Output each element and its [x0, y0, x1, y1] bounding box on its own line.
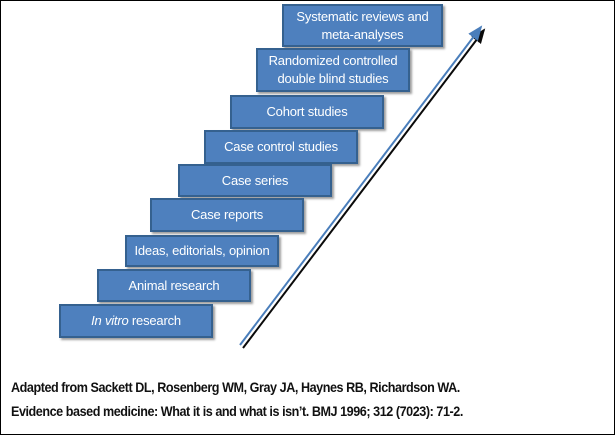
- box-label: Cohort studies: [266, 104, 348, 119]
- citation-text: Adapted from Sackett DL, Rosenberg WM, G…: [11, 375, 463, 423]
- evidence-level-box-case-series: Case series: [178, 164, 332, 197]
- evidence-level-box-cohort-studies: Cohort studies: [230, 95, 384, 129]
- box-label: Case series: [221, 172, 289, 188]
- evidence-level-box-in-vitro-research: In vitro research: [59, 304, 213, 338]
- box-label: In vitro research: [91, 312, 181, 330]
- evidence-level-box-systematic-reviews: Systematic reviews and meta-analyses: [282, 4, 443, 47]
- evidence-level-box-animal-research: Animal research: [97, 269, 251, 302]
- box-label: Animal research: [128, 277, 220, 293]
- box-label: Systematic reviews and meta-analyses: [296, 8, 429, 42]
- evidence-level-box-case-control-studies: Case control studies: [204, 130, 358, 164]
- box-label-italic-part: In vitro: [91, 313, 129, 328]
- box-label: Case control studies: [224, 139, 338, 154]
- citation-line-2: Evidence based medicine: What it is and …: [11, 403, 463, 419]
- evidence-level-box-randomized-controlled: Randomized controlled double blind studi…: [256, 48, 410, 92]
- box-label-rest-part: research: [128, 313, 181, 328]
- box-label: Randomized controlled double blind studi…: [268, 53, 398, 86]
- box-label: Case reports: [190, 207, 264, 222]
- evidence-level-box-case-reports: Case reports: [150, 198, 304, 232]
- citation-line-1: Adapted from Sackett DL, Rosenberg WM, G…: [11, 379, 460, 395]
- box-label: Ideas, editorials, opinion: [134, 243, 270, 258]
- evidence-level-box-ideas-editorials-opinion: Ideas, editorials, opinion: [125, 235, 279, 267]
